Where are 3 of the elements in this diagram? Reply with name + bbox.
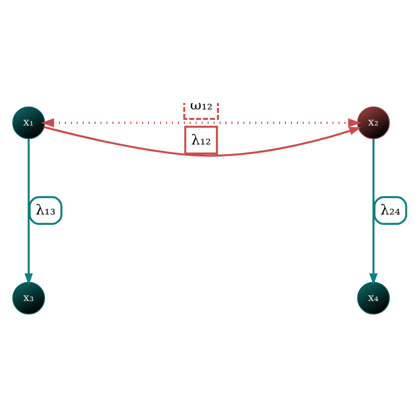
edge-label: λ₁₃ [36, 202, 56, 218]
edge-label: λ₂₄ [380, 202, 400, 218]
edge-label: λ₁₂ [191, 132, 212, 148]
